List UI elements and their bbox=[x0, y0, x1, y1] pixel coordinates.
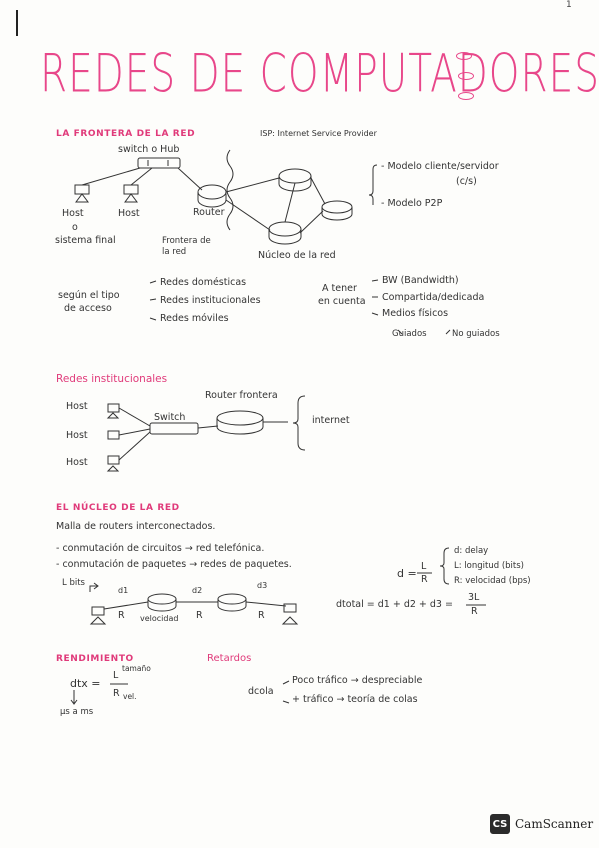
dtotal-den: R bbox=[471, 606, 478, 617]
delay-label: d2 bbox=[192, 586, 203, 595]
retardo-item: + tráfico → teoría de colas bbox=[292, 694, 418, 705]
rate-label: R bbox=[118, 610, 125, 621]
host-label: Host bbox=[66, 430, 88, 441]
delay-label: d3 bbox=[257, 581, 268, 590]
section-heading-nucleo: EL NÚCLEO DE LA RED bbox=[56, 503, 180, 513]
rate-label: R bbox=[258, 610, 265, 621]
dtx-formula: dtx = bbox=[70, 677, 101, 690]
no-guiados-label: No guiados bbox=[452, 329, 500, 339]
nucleo-label: Núcleo de la red bbox=[258, 250, 336, 261]
acceso-item: Redes domésticas bbox=[160, 277, 247, 288]
delay-label: d1 bbox=[118, 586, 129, 595]
consider-item: Medios físicos bbox=[382, 308, 449, 319]
router-frontera-label: Router frontera bbox=[205, 390, 278, 401]
rate-label: R bbox=[196, 610, 203, 621]
modelo-p2p: - Modelo P2P bbox=[381, 198, 443, 209]
modelo-cs-abbr: (c/s) bbox=[456, 176, 477, 187]
camscanner-name: CamScanner bbox=[515, 817, 594, 831]
dtx-den: R bbox=[113, 688, 120, 699]
definition: R: velocidad (bps) bbox=[454, 576, 531, 586]
dcola-label: dcola bbox=[248, 686, 274, 697]
or-label: o bbox=[72, 222, 78, 233]
title-decoration-icon bbox=[452, 52, 476, 112]
tamano-note: tamaño bbox=[122, 664, 151, 673]
camscanner-watermark: CS CamScanner bbox=[490, 814, 593, 834]
host-label: Host bbox=[66, 457, 88, 468]
modelo-cs: - Modelo cliente/servidor bbox=[381, 161, 499, 172]
acceso-label: de acceso bbox=[64, 303, 112, 314]
units-label: μs a ms bbox=[60, 707, 94, 717]
router-label: Router bbox=[193, 207, 225, 218]
host-label: Host bbox=[66, 401, 88, 412]
formula-den: R bbox=[421, 574, 428, 585]
acceso-label: según el tipo bbox=[58, 290, 120, 301]
acceso-item: Redes móviles bbox=[160, 313, 229, 324]
formula-num: L bbox=[421, 561, 427, 572]
conmutacion-paquetes: - conmutación de paquetes → redes de paq… bbox=[56, 559, 292, 570]
definition: L: longitud (bits) bbox=[454, 561, 524, 571]
bits-label: L bits bbox=[62, 578, 85, 588]
conmutacion-circuitos: - conmutación de circuitos → red telefón… bbox=[56, 543, 265, 554]
internet-label: internet bbox=[312, 415, 350, 426]
frontera-red-label: Frontera de la red bbox=[162, 236, 211, 257]
tener-label: en cuenta bbox=[318, 296, 366, 307]
guiados-label: Guiados bbox=[392, 329, 427, 339]
consider-item: BW (Bandwidth) bbox=[382, 275, 459, 286]
camscanner-logo-icon: CS bbox=[490, 814, 510, 834]
page-number: 1 bbox=[566, 0, 572, 10]
vel-note: vel. bbox=[123, 692, 137, 701]
isp-note: ISP: Internet Service Provider bbox=[260, 129, 377, 138]
retardos-heading: Retardos bbox=[207, 653, 252, 664]
nucleo-subtitle: Malla de routers interconectados. bbox=[56, 521, 216, 532]
section-heading-institucionales: Redes institucionales bbox=[56, 373, 168, 385]
retardo-item: Poco tráfico → despreciable bbox=[292, 675, 423, 686]
velocidad-label: velocidad bbox=[140, 614, 179, 623]
switch-label: switch o Hub bbox=[118, 144, 180, 155]
sistema-final-label: sistema final bbox=[55, 235, 116, 246]
formula-d: d = bbox=[397, 567, 417, 580]
acceso-item: Redes institucionales bbox=[160, 295, 261, 306]
section-heading-rendimiento: RENDIMIENTO bbox=[56, 654, 134, 664]
host-label: Host bbox=[62, 208, 84, 219]
section-heading-frontera: LA FRONTERA DE LA RED bbox=[56, 129, 196, 139]
definition: d: delay bbox=[454, 546, 489, 556]
dtotal-formula: dtotal = d1 + d2 + d3 = bbox=[336, 599, 453, 610]
margin-line bbox=[16, 10, 18, 36]
dtotal-num: 3L bbox=[468, 592, 480, 603]
page-title: REDES DE COMPUTADORES bbox=[40, 44, 599, 105]
consider-item: Compartida/dedicada bbox=[382, 292, 485, 303]
host-label: Host bbox=[118, 208, 140, 219]
dtx-num: L bbox=[113, 670, 119, 681]
tener-label: A tener bbox=[322, 283, 357, 294]
switch-label: Switch bbox=[154, 412, 186, 423]
